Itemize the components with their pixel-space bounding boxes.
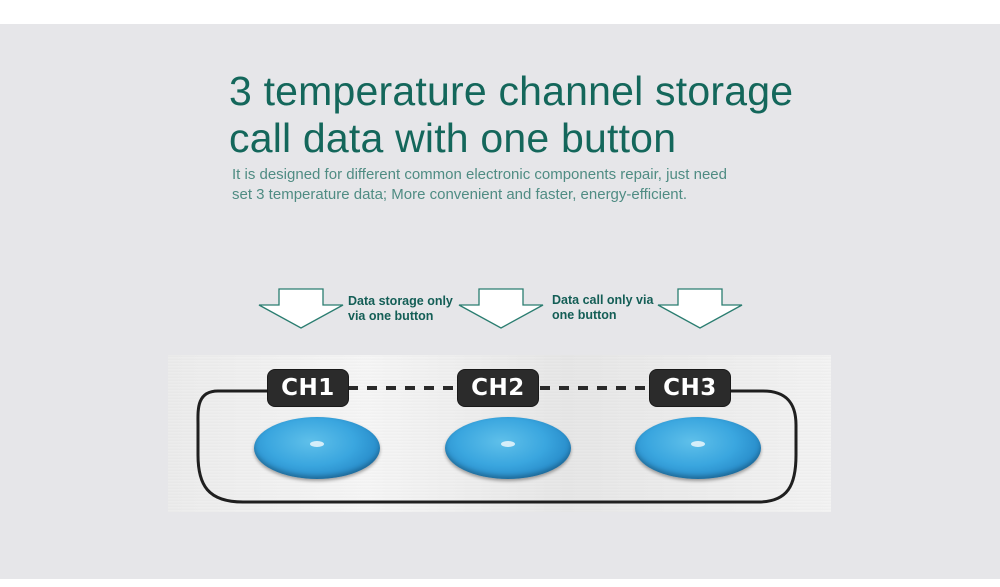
channel-label-ch2: CH2 — [458, 370, 538, 406]
button-highlight — [691, 441, 705, 447]
down-arrow-icon — [258, 288, 344, 329]
description: It is designed for different common elec… — [232, 165, 832, 205]
call-annotation-line-1: Data call only via — [552, 293, 654, 307]
title-line-1: 3 temperature channel storage — [229, 68, 794, 114]
channel-button-ch1[interactable] — [254, 417, 380, 479]
storage-annotation: Data storage only via one button — [348, 294, 453, 324]
call-annotation-line-2: one button — [552, 308, 617, 322]
button-highlight — [501, 441, 515, 447]
storage-annotation-line-1: Data storage only — [348, 294, 453, 308]
storage-annotation-line-2: via one button — [348, 309, 434, 323]
channel-button-ch3[interactable] — [635, 417, 761, 479]
button-outline-graphic — [196, 386, 798, 504]
channel-label-ch3: CH3 — [650, 370, 730, 406]
button-highlight — [310, 441, 324, 447]
down-arrow-icon — [458, 288, 544, 329]
device-control-panel: CH1 CH2 CH3 — [168, 355, 831, 512]
channel-label-ch1: CH1 — [268, 370, 348, 406]
description-line-1: It is designed for different common elec… — [232, 166, 727, 183]
down-arrow-icon — [657, 288, 743, 329]
page-title: 3 temperature channel storage call data … — [229, 68, 849, 162]
call-annotation: Data call only via one button — [552, 293, 653, 323]
channel-button-ch2[interactable] — [445, 417, 571, 479]
description-line-2: set 3 temperature data; More convenient … — [232, 186, 687, 203]
title-line-2: call data with one button — [229, 115, 677, 161]
